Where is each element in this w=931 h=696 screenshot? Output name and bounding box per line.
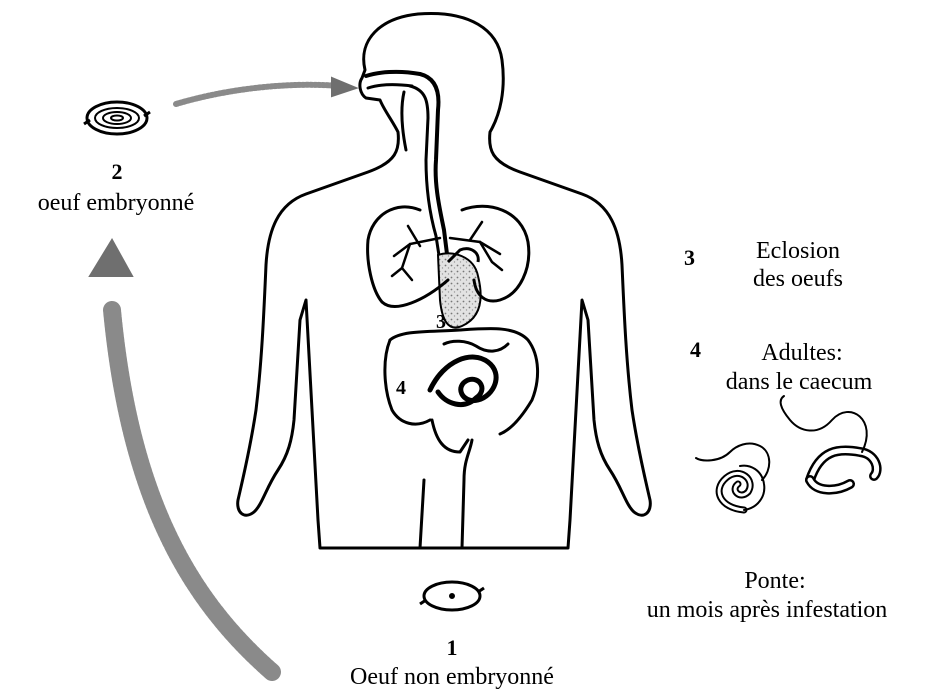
adult-worms-icon: [696, 396, 877, 510]
stage4-number: 4: [690, 338, 701, 362]
ponte-label-line1: Ponte:: [700, 568, 850, 594]
stage3-label-line1: Eclosion: [728, 238, 868, 264]
embryonated-egg-icon: [84, 102, 150, 134]
arrow-ground-to-egg: [112, 310, 272, 672]
arrow-egg-to-mouth-head: [332, 78, 356, 96]
stage2-number: 2: [106, 160, 128, 184]
stage1-number: 1: [444, 636, 460, 660]
stage4-body-marker: 4: [396, 377, 406, 399]
non-embryonated-egg-icon: [420, 582, 484, 610]
stage1-label: Oeuf non embryonné: [318, 664, 586, 690]
arrow-ground-to-egg-head: [90, 240, 132, 276]
stage3-body-marker: 3: [436, 311, 446, 333]
intestines: [385, 329, 538, 452]
stage4-label-line1: Adultes:: [722, 340, 882, 366]
arrow-egg-to-mouth: [176, 85, 340, 104]
ponte-label-line2: un mois après infestation: [606, 597, 928, 623]
life-cycle-arrows: [90, 78, 356, 672]
stage4-label-line2: dans le caecum: [694, 369, 904, 395]
stage3-label-line2: des oeufs: [728, 266, 868, 292]
stage3-number: 3: [684, 246, 695, 270]
stage2-label: oeuf embryonné: [0, 190, 232, 216]
